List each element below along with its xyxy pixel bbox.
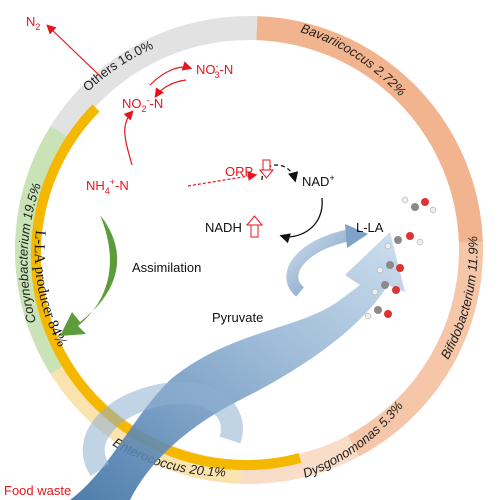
no3-label: NO-3-N — [196, 61, 233, 80]
no2-label: NO2--N — [122, 95, 163, 114]
orp-down-icon — [258, 159, 275, 179]
nitrogen-arrows — [46, 24, 258, 187]
orp-label: ORP — [225, 164, 253, 179]
ring-segment-bifidobacterium — [347, 241, 483, 457]
ring-segment-others — [50, 16, 258, 139]
assimilation-arrow — [60, 215, 118, 336]
llaproducer-arc — [30, 104, 302, 471]
n2-label: N2 — [26, 14, 40, 32]
nad-label: NAD+ — [302, 173, 335, 189]
nh4-label: NH4+-N — [86, 177, 129, 196]
lla-molecules-icon — [364, 196, 437, 320]
nadh-up-icon — [245, 215, 264, 238]
label-bavariicoccus: Bavariicoccus 2.72% — [299, 21, 409, 99]
food-waste-label: Food waste — [4, 483, 71, 498]
ring-segment-dysgonomonas — [240, 435, 359, 484]
assimilation-label: Assimilation — [132, 260, 201, 275]
ring-segment-bavariicoccus — [256, 16, 483, 243]
pyruvate-label: Pyruvate — [212, 310, 263, 325]
lla-label: L-LA — [356, 220, 384, 235]
label-dysgonomonas: Dysgonomonas 5.3% — [301, 398, 406, 481]
ring-segment-corynebacterium — [15, 126, 71, 374]
nadh-label: NADH — [205, 220, 242, 235]
taxa-ring — [15, 16, 483, 484]
redox-cycle — [261, 164, 323, 244]
main-flow-arrow — [70, 224, 405, 500]
